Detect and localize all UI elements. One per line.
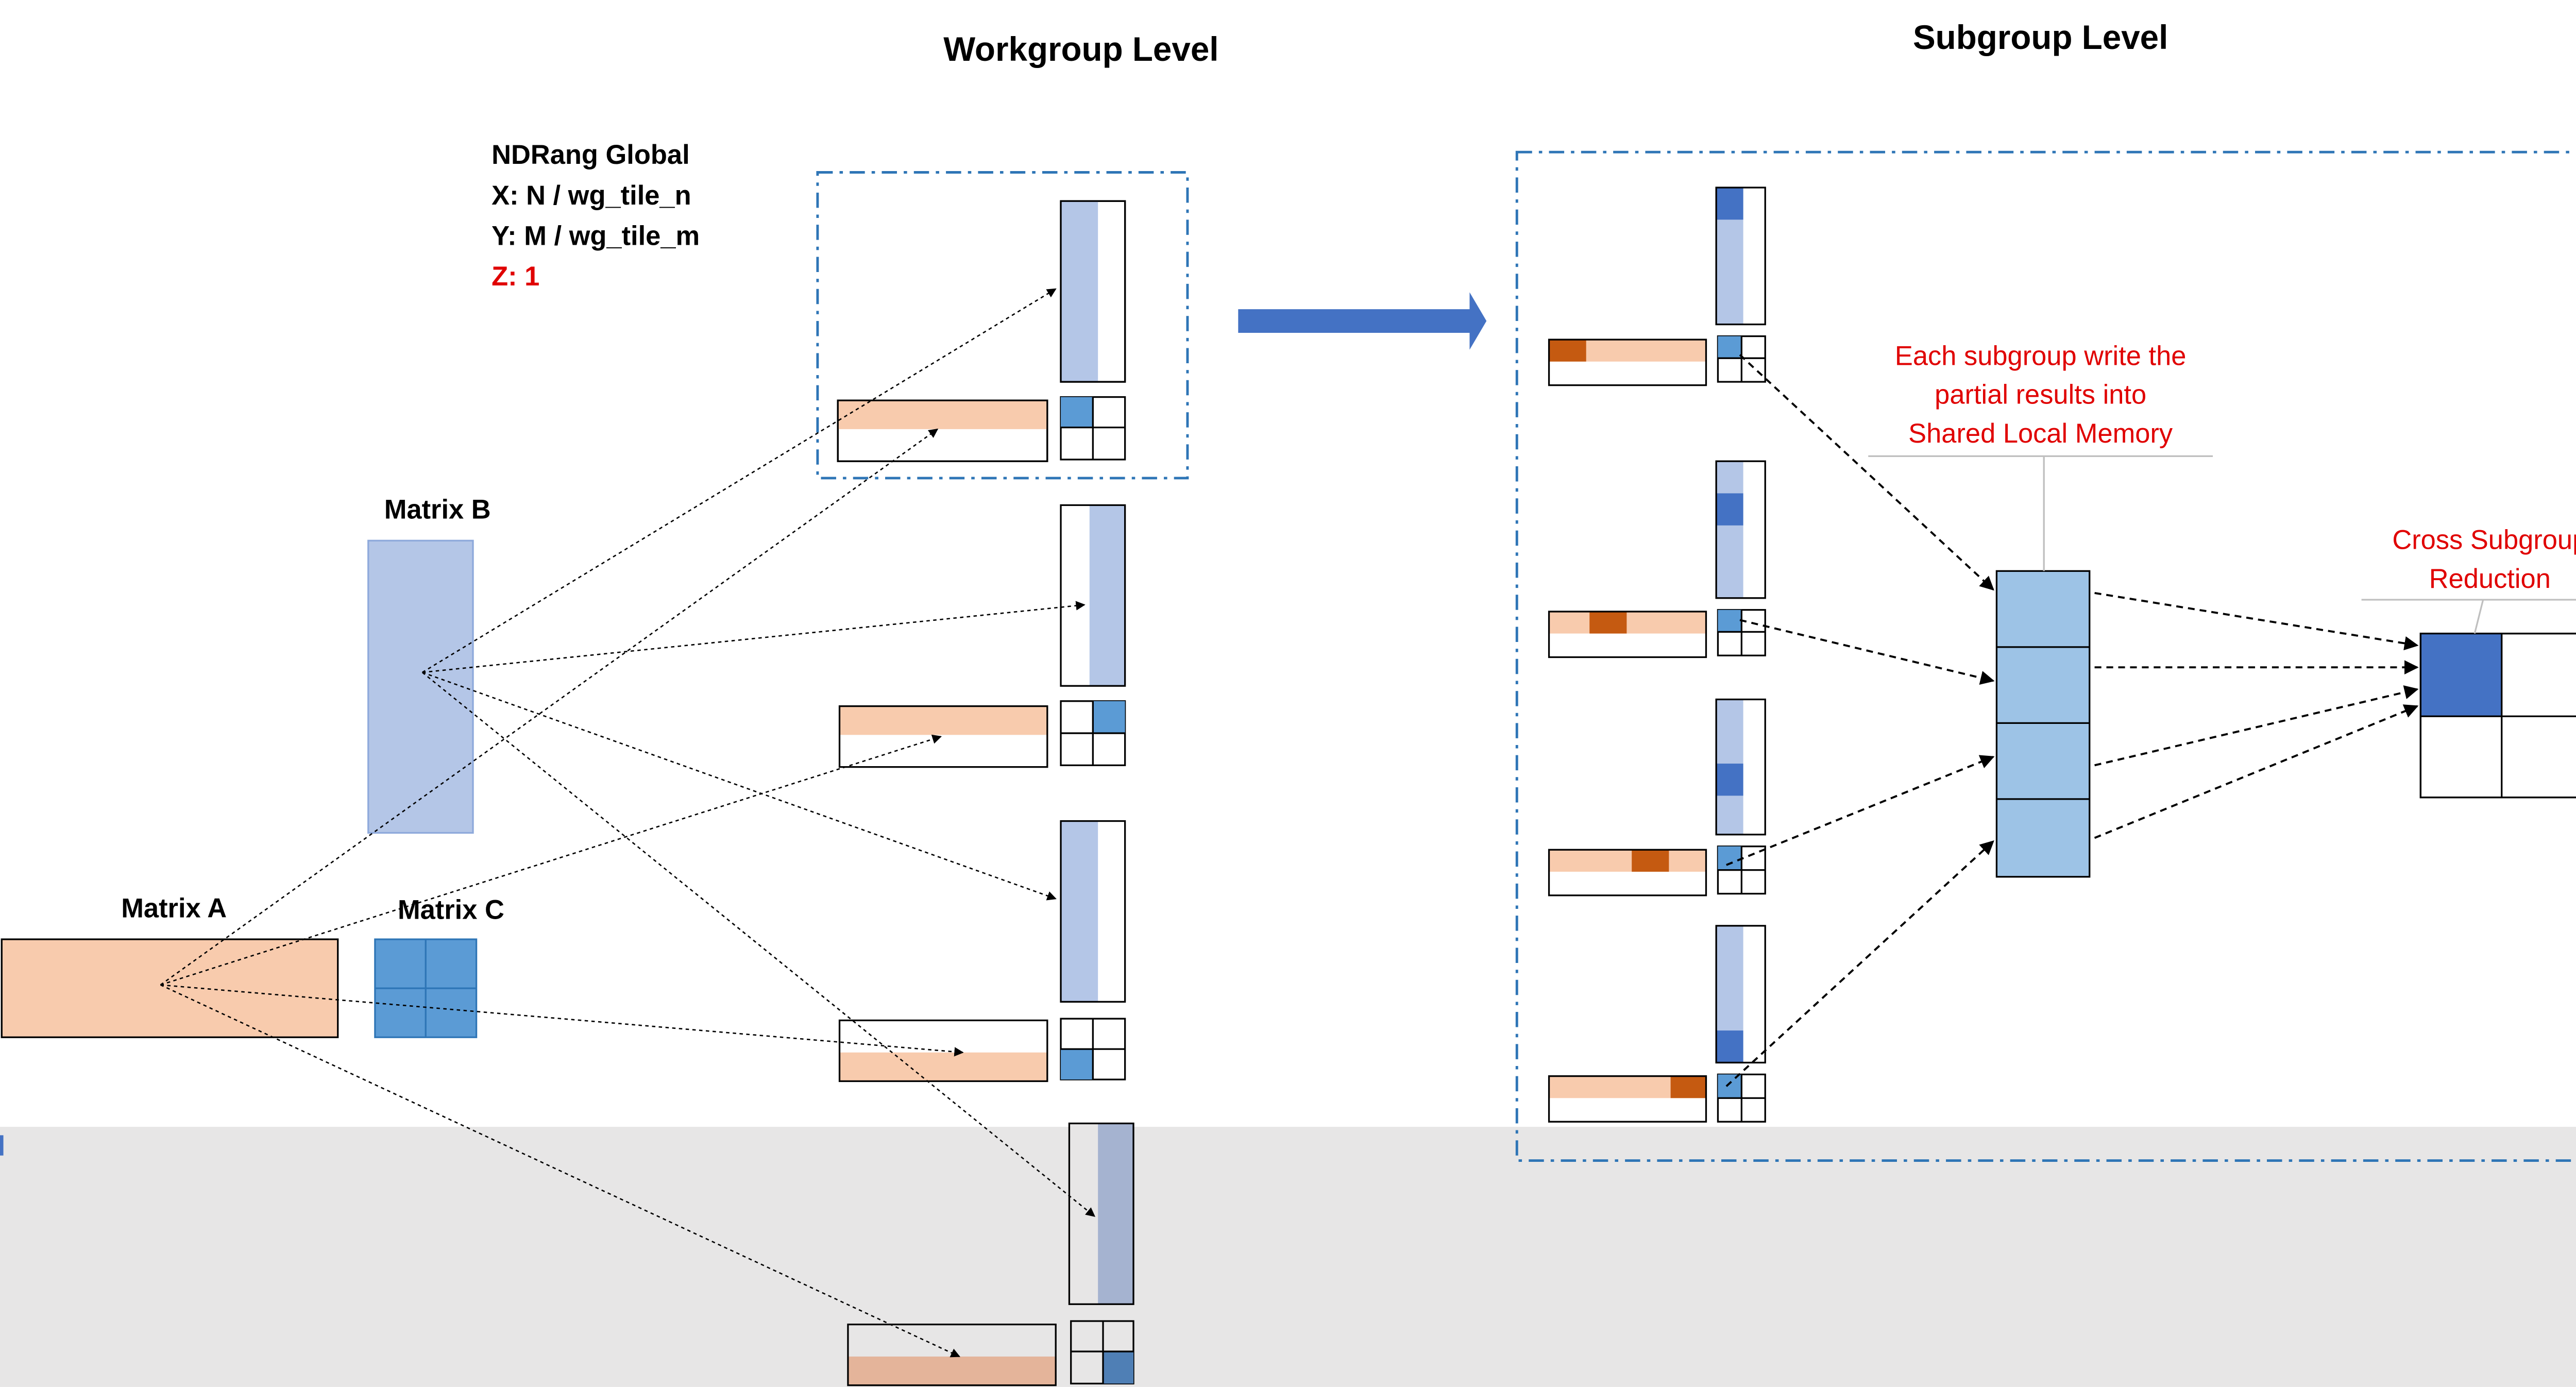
slm-note-line-1: Each subgroup write the	[1895, 341, 2186, 371]
sg-tile-3	[1548, 698, 1766, 897]
matrix-a-arrows	[160, 428, 964, 1358]
reduction-note-line-2: Reduction	[2429, 564, 2551, 594]
slm-note-line-3: Shared Local Memory	[1908, 419, 2173, 449]
sg-tile-4	[1548, 925, 1766, 1123]
background-band	[0, 1126, 2576, 1387]
matrix-b	[367, 539, 474, 834]
shared-local-memory	[1995, 570, 2091, 878]
slm-to-result-arrows	[2094, 591, 2419, 839]
workgroup-level-title: Workgroup Level	[943, 30, 1218, 68]
ndrange-line-1: NDRang Global	[492, 140, 690, 170]
wg-tile-1	[837, 200, 1126, 462]
band-marker	[0, 1135, 4, 1156]
reduction-note-line-1: Cross Subgroup	[2392, 526, 2576, 555]
matrix-c	[374, 938, 478, 1038]
ndrange-line-2: X: N / wg_tile_n	[492, 181, 691, 211]
reduction-callout-line	[2361, 599, 2576, 634]
workgroup-frame	[816, 171, 1189, 480]
sg-tile-1	[1548, 187, 1766, 386]
wg-tile-2	[838, 504, 1126, 768]
slm-note-line-2: partial results into	[1935, 380, 2146, 410]
reduction-annotation: Cross Subgroup Reduction	[2392, 526, 2576, 594]
subgroup-to-slm-arrows	[1725, 354, 1995, 1087]
ndrange-line-4: Z: 1	[492, 262, 539, 292]
slm-annotation: Each subgroup write the partial results …	[1895, 341, 2186, 449]
level-transition-arrow	[1238, 292, 1487, 350]
reduced-result-matrix	[2419, 632, 2576, 799]
slm-callout-line	[1868, 455, 2213, 571]
wg-tile-3	[838, 820, 1126, 1082]
matrix-b-arrows	[421, 288, 1096, 1217]
sg-tile-2	[1548, 460, 1766, 658]
matrix-a	[1, 938, 339, 1038]
matrix-b-label: Matrix B	[384, 495, 491, 525]
ndrange-info: NDRang Global X: N / wg_tile_n Y: M / wg…	[492, 140, 700, 292]
wg-tile-4	[847, 1122, 1134, 1386]
matrix-c-label: Matrix C	[398, 895, 504, 925]
matrix-a-label: Matrix A	[121, 893, 227, 923]
ndrange-line-3: Y: M / wg_tile_m	[492, 222, 700, 251]
subgroup-frame	[1515, 150, 2576, 1162]
subgroup-level-title: Subgroup Level	[1913, 19, 2168, 56]
